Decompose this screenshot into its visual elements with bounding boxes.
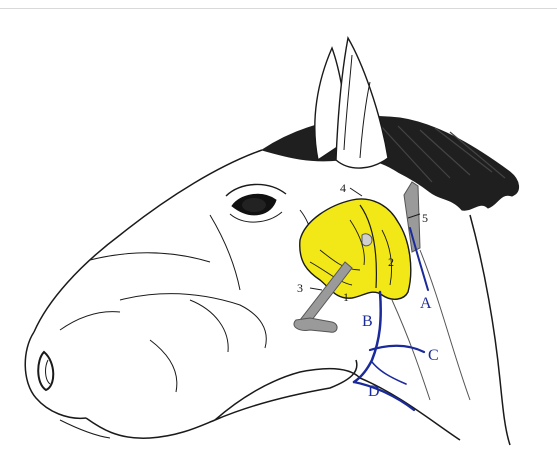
label-B: B bbox=[362, 313, 373, 330]
face-contours bbox=[60, 210, 470, 400]
label-2: 2 bbox=[388, 255, 394, 269]
label-4: 4 bbox=[340, 181, 346, 195]
mane bbox=[262, 117, 519, 211]
label-5: 5 bbox=[422, 211, 428, 225]
nostril bbox=[38, 352, 53, 390]
ears bbox=[315, 38, 388, 168]
label-A: A bbox=[420, 295, 432, 312]
label-3: 3 bbox=[297, 281, 303, 295]
label-D: D bbox=[368, 383, 380, 400]
label-1: 1 bbox=[343, 290, 349, 304]
eye bbox=[226, 184, 286, 222]
label-C: C bbox=[428, 347, 439, 364]
salivary-gland bbox=[300, 199, 411, 299]
